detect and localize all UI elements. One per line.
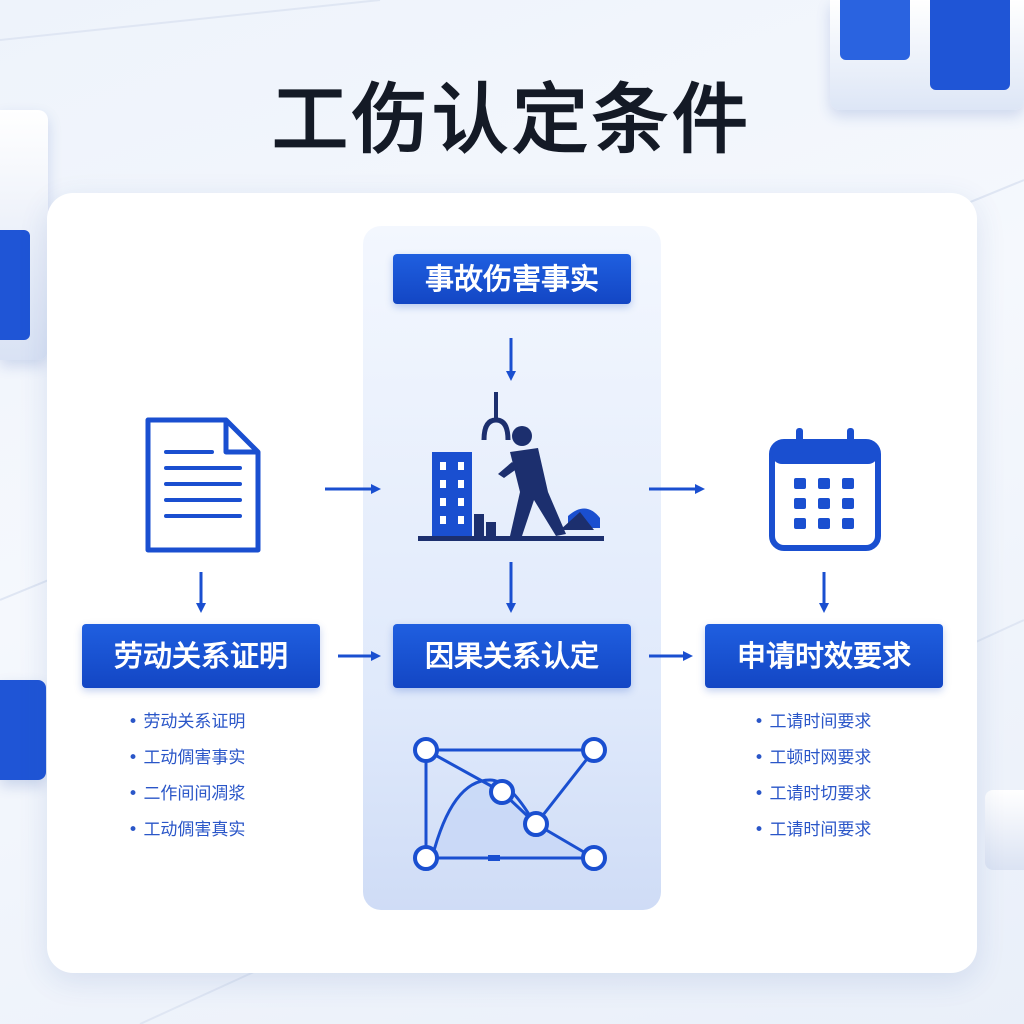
decor-block-right-bottom <box>985 790 1024 870</box>
calendar-icon <box>769 428 881 551</box>
list-item: 二作间间凋浆 <box>128 776 245 812</box>
list-item: 工顿时网要求 <box>754 740 871 776</box>
list-item: 工请时切要求 <box>754 776 871 812</box>
right-bullet-list: 工请时间要求 工顿时网要求 工请时切要求 工请时间要求 <box>754 704 871 848</box>
list-item: 劳动关系证明 <box>128 704 245 740</box>
list-item: 工动倜害真实 <box>128 812 245 848</box>
page-title: 工伤认定条件 <box>272 75 752 164</box>
worker-accident-icon <box>418 392 604 541</box>
node-accident-injury-fact: 事故伤害事实 <box>393 254 631 304</box>
document-icon <box>145 417 261 553</box>
list-item: 工请时间要求 <box>754 812 871 848</box>
network-graph-icon <box>413 737 607 871</box>
left-bullet-list: 劳动关系证明 工动倜害事实 二作间间凋浆 工动倜害真实 <box>128 704 245 848</box>
node-labor-relationship-proof: 劳动关系证明 <box>82 624 320 688</box>
decor-block-left-bottom <box>0 680 46 780</box>
list-item: 工请时间要求 <box>754 704 871 740</box>
node-application-time-limit: 申请时效要求 <box>705 624 943 688</box>
decor-block-top-right <box>830 0 1024 110</box>
decor-block-left-top <box>0 110 48 360</box>
list-item: 工动倜害事实 <box>128 740 245 776</box>
node-causality-determination: 因果关系认定 <box>393 624 631 688</box>
